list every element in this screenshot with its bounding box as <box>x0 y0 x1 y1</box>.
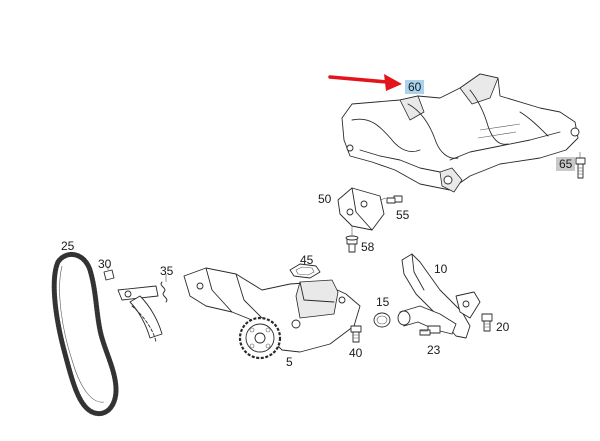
part-35-tensioner-spring <box>160 274 168 303</box>
part-60-oil-baffle <box>341 73 580 193</box>
part-label-55[interactable]: 55 <box>396 208 410 222</box>
part-label-20[interactable]: 20 <box>496 320 510 334</box>
part-45-gasket <box>289 263 321 279</box>
part-label-23[interactable]: 23 <box>427 343 441 357</box>
part-55-bolt <box>379 195 403 204</box>
part-label-10[interactable]: 10 <box>434 262 448 276</box>
part-15-o-ring <box>373 312 391 328</box>
part-label-58[interactable]: 58 <box>361 240 375 254</box>
part-20-bolt <box>481 313 493 332</box>
part-50-bracket <box>337 187 385 231</box>
part-5-oil-pump <box>183 267 361 360</box>
chain-tensioner-shoe <box>117 285 163 343</box>
part-58-bolt <box>345 226 359 253</box>
part-label-5[interactable]: 5 <box>286 355 293 369</box>
part-30-clip <box>103 266 115 281</box>
part-label-30[interactable]: 30 <box>98 257 112 271</box>
part-10-oil-pickup-tube <box>397 253 481 339</box>
part-label-50[interactable]: 50 <box>318 192 332 206</box>
part-label-65[interactable]: 65 <box>556 157 576 171</box>
part-label-45[interactable]: 45 <box>300 253 314 267</box>
part-label-15[interactable]: 15 <box>376 295 390 309</box>
part-25-timing-chain <box>51 252 119 416</box>
part-40-bolt <box>350 325 362 343</box>
part-23-bolt <box>419 325 441 336</box>
part-label-40[interactable]: 40 <box>349 346 363 360</box>
part-label-35[interactable]: 35 <box>160 264 174 278</box>
part-label-25[interactable]: 25 <box>61 239 75 253</box>
red-pointer-arrow <box>328 74 402 91</box>
part-label-60[interactable]: 60 <box>405 80 425 94</box>
part-65-bolt <box>575 152 586 179</box>
